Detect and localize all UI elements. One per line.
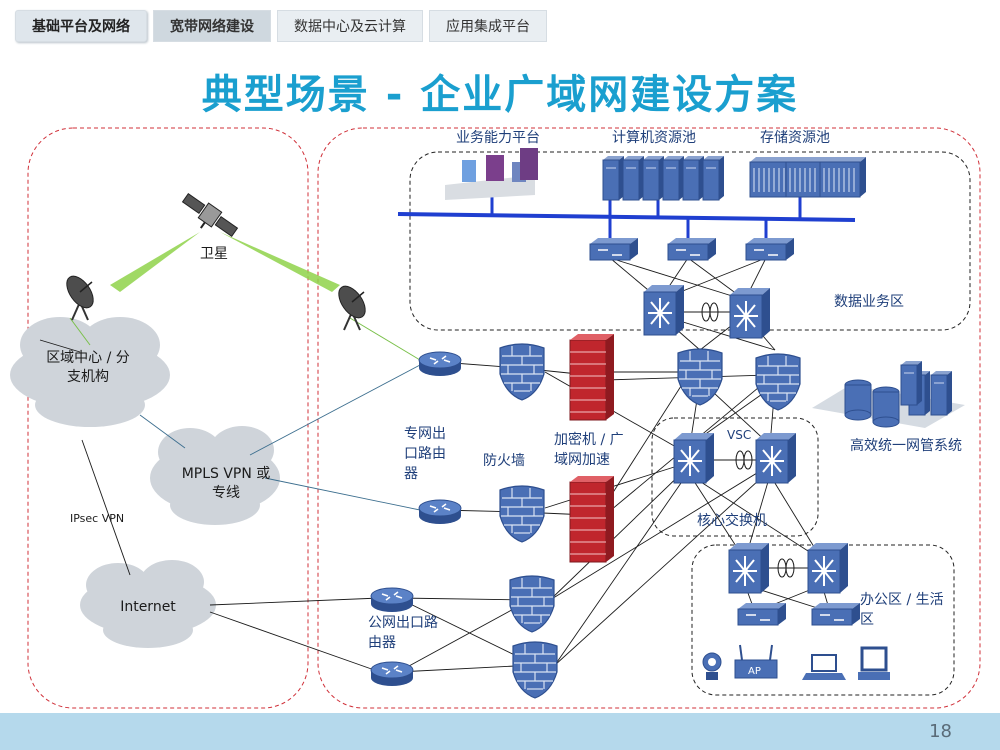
label-private-router-3: 器 bbox=[404, 466, 418, 482]
public-router-1 bbox=[370, 587, 414, 613]
access-switch-1 bbox=[589, 237, 639, 261]
label-regional-1: 区域中心 / 分 bbox=[46, 350, 130, 366]
label-satellite: 卫星 bbox=[200, 246, 228, 262]
label-regional-2: 支机构 bbox=[67, 369, 109, 385]
internet-cloud bbox=[80, 560, 216, 648]
label-internet: Internet bbox=[120, 599, 176, 615]
public-router-2 bbox=[370, 661, 414, 687]
label-business-platform: 业务能力平台 bbox=[456, 130, 540, 146]
tab-datacenter[interactable]: 数据中心及云计算 bbox=[277, 10, 423, 42]
firewall-1 bbox=[499, 343, 545, 401]
firewall-3 bbox=[509, 575, 555, 633]
regional-dish-icon bbox=[60, 270, 100, 321]
page-title: 典型场景 - 企业广域网建设方案 bbox=[201, 72, 799, 118]
compute-pool-servers bbox=[602, 155, 725, 201]
label-nms: 高效统一网管系统 bbox=[850, 437, 962, 454]
label-encryptor-1: 加密机 / 广 bbox=[554, 431, 624, 448]
tab-home[interactable]: 基础平台及网络 bbox=[15, 10, 147, 42]
data-firewall-1 bbox=[677, 348, 723, 406]
label-data-zone: 数据业务区 bbox=[834, 294, 904, 310]
backbone-bus bbox=[397, 212, 856, 222]
tab-broadband[interactable]: 宽带网络建设 bbox=[153, 10, 271, 42]
header-tabbar: 基础平台及网络 宽带网络建设 数据中心及云计算 应用集成平台 bbox=[15, 10, 547, 44]
data-zone-border bbox=[409, 151, 971, 331]
office-access-switch-2 bbox=[811, 602, 861, 626]
label-private-router-1: 专网出 bbox=[404, 426, 446, 442]
label-public-router-1: 公网出口路 bbox=[368, 615, 438, 631]
core-switch-2 bbox=[755, 432, 797, 484]
firewall-2 bbox=[499, 485, 545, 543]
page-number: 18 bbox=[929, 721, 952, 742]
office-access-switch-1 bbox=[737, 602, 787, 626]
data-zone-switch-2 bbox=[729, 287, 771, 339]
label-office-1: 办公区 / 生活 bbox=[860, 592, 944, 608]
label-vsc: VSC bbox=[727, 428, 751, 442]
core-switch-1 bbox=[673, 432, 715, 484]
label-encryptor-2: 域网加速 bbox=[554, 452, 610, 468]
label-public-router-2: 由器 bbox=[368, 635, 396, 651]
label-ipsec: IPsec VPN bbox=[70, 512, 124, 525]
label-private-router-2: 口路由 bbox=[404, 446, 446, 462]
label-storage-pool: 存储资源池 bbox=[760, 130, 830, 146]
label-core-switch: 核心交换机 bbox=[697, 512, 767, 529]
satellite-beam-right bbox=[220, 232, 340, 292]
satellite-icon bbox=[181, 193, 239, 237]
business-platform-devices bbox=[445, 148, 538, 200]
storage-pool bbox=[749, 156, 867, 198]
private-router-1 bbox=[418, 351, 462, 377]
data-zone-switch-1 bbox=[643, 284, 685, 336]
tab-integration[interactable]: 应用集成平台 bbox=[429, 10, 547, 42]
hq-dish-icon bbox=[332, 280, 372, 331]
label-mpls-2: 专线 bbox=[212, 485, 240, 501]
encryptor-1 bbox=[569, 333, 615, 421]
network-diagram: 卫星 区域中心 / 分 支机构 MPLS VPN 或 专线 IPsec VPN … bbox=[10, 127, 981, 709]
office-endpoints bbox=[702, 644, 890, 680]
label-firewall: 防火墙 bbox=[483, 453, 525, 469]
regional-cloud bbox=[10, 317, 170, 427]
label-mpls-1: MPLS VPN 或 bbox=[182, 466, 271, 482]
office-switch-1 bbox=[728, 542, 770, 594]
encryptor-2 bbox=[569, 475, 615, 563]
access-switch-2 bbox=[667, 237, 717, 261]
branch-zone-border bbox=[27, 127, 309, 709]
satellite-beam-left bbox=[110, 232, 200, 292]
label-compute-pool: 计算机资源池 bbox=[612, 130, 696, 146]
footer-bar: 18 bbox=[0, 713, 1000, 750]
firewall-4 bbox=[512, 641, 558, 699]
dish-link bbox=[349, 317, 421, 361]
label-office-2: 区 bbox=[860, 612, 874, 628]
nms-servers bbox=[812, 360, 965, 428]
core-switch-zone-border bbox=[651, 417, 819, 537]
access-switch-3 bbox=[745, 237, 795, 261]
private-router-2 bbox=[418, 499, 462, 525]
data-firewall-2 bbox=[755, 353, 801, 411]
office-switch-2 bbox=[807, 542, 849, 594]
label-ap: AP bbox=[748, 666, 761, 677]
